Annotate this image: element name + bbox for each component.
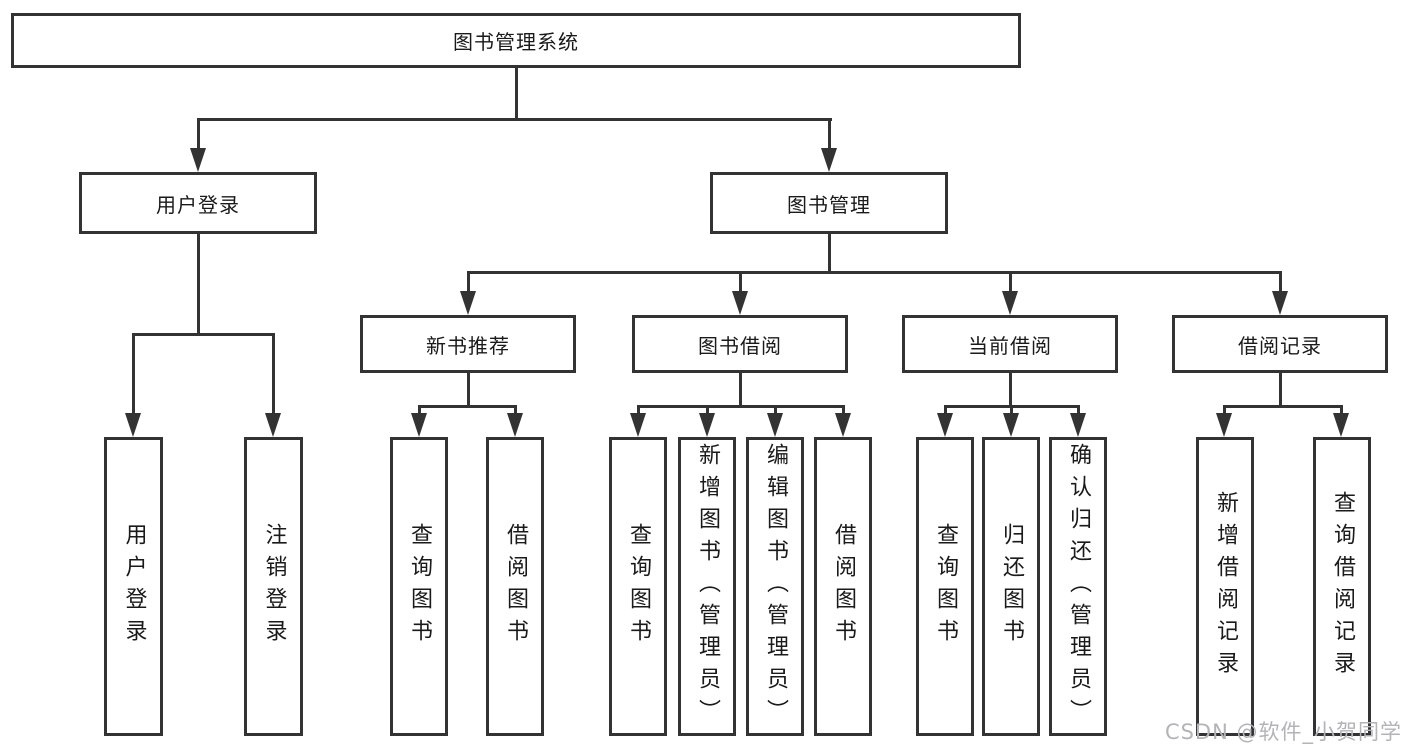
connector-line <box>828 118 831 154</box>
arrowhead-down-icon <box>937 413 953 437</box>
arrowhead-down-icon <box>699 413 715 437</box>
node-library-management-system: 图书管理系统 <box>11 13 1021 68</box>
arrowhead-down-icon <box>125 413 141 437</box>
connector-line <box>1077 405 1080 418</box>
node-user-login: 用户登录 <box>79 172 317 234</box>
connector-line <box>1009 271 1012 297</box>
node-label: 借阅图书 <box>831 522 856 651</box>
node-label: 新书推荐 <box>426 333 510 358</box>
arrowhead-down-icon <box>1002 291 1018 315</box>
node-borrowing-records: 借阅记录 <box>1172 315 1388 373</box>
node-label: 查询借阅记录 <box>1330 490 1355 683</box>
node-label: 查询图书 <box>407 522 432 651</box>
node-label: 查询图书 <box>626 522 651 651</box>
node-leaf-user-login: 用户登录 <box>104 437 163 736</box>
connector-line <box>637 405 640 418</box>
connector-line <box>1279 371 1282 408</box>
connector-line <box>842 405 845 418</box>
node-label: 图书管理系统 <box>453 30 579 54</box>
arrowhead-down-icon <box>821 148 837 172</box>
node-label: 新增图书（管理员） <box>695 442 720 731</box>
node-leaf-edit-books-admin: 编辑图书（管理员） <box>746 437 804 736</box>
node-label: 注销登录 <box>261 522 287 651</box>
arrowhead-down-icon <box>1003 413 1019 437</box>
connector-line <box>515 66 518 120</box>
connector-line <box>1009 371 1012 408</box>
node-leaf-add-books-admin: 新增图书（管理员） <box>678 437 736 736</box>
node-label: 确认归还（管理员） <box>1066 442 1091 731</box>
node-book-borrowing: 图书借阅 <box>632 315 848 373</box>
connector-line <box>1010 405 1013 418</box>
connector-line <box>467 271 470 297</box>
node-label: 用户登录 <box>156 192 240 217</box>
connector-line <box>272 333 275 417</box>
node-label: 图书借阅 <box>698 333 782 358</box>
connector-line <box>132 333 135 417</box>
connector-line <box>774 405 777 418</box>
arrowhead-down-icon <box>265 413 281 437</box>
connector-line <box>197 118 832 121</box>
arrowhead-down-icon <box>732 291 748 315</box>
arrowhead-down-icon <box>767 413 783 437</box>
arrowhead-down-icon <box>460 291 476 315</box>
node-label: 新增借阅记录 <box>1213 490 1238 683</box>
connector-line <box>739 371 742 408</box>
connector-line <box>467 271 1282 274</box>
node-label: 编辑图书（管理员） <box>763 442 788 731</box>
connector-line <box>418 405 421 418</box>
connector-line <box>944 405 947 418</box>
node-label: 当前借阅 <box>968 333 1052 358</box>
arrowhead-down-icon <box>630 413 646 437</box>
node-leaf-borrow-books-borrowing: 借阅图书 <box>814 437 872 736</box>
node-book-management: 图书管理 <box>710 172 948 234</box>
node-leaf-return-books: 归还图书 <box>982 437 1040 736</box>
node-leaf-query-books-borrowing: 查询图书 <box>609 437 667 736</box>
node-current-borrowing: 当前借阅 <box>902 315 1118 373</box>
connector-line <box>739 271 742 297</box>
connector-line <box>1279 271 1282 297</box>
node-leaf-confirm-return-admin: 确认归还（管理员） <box>1049 437 1107 736</box>
arrowhead-down-icon <box>411 413 427 437</box>
arrowhead-down-icon <box>1070 413 1086 437</box>
connector-line <box>1340 405 1343 418</box>
connector-line <box>637 405 845 408</box>
arrowhead-down-icon <box>507 413 523 437</box>
arrowhead-down-icon <box>835 413 851 437</box>
node-label: 图书管理 <box>787 192 871 217</box>
connector-line <box>514 405 517 418</box>
arrowhead-down-icon <box>190 148 206 172</box>
node-label: 查询图书 <box>933 522 958 651</box>
node-leaf-add-borrow-record: 新增借阅记录 <box>1196 437 1254 736</box>
connector-line <box>1223 405 1226 418</box>
connector-line <box>132 333 275 336</box>
node-leaf-query-books-current: 查询图书 <box>916 437 974 736</box>
node-label: 借阅图书 <box>503 522 528 651</box>
csdn-watermark: CSDN @软件_小贺同学 <box>1164 720 1402 744</box>
arrowhead-down-icon <box>1272 291 1288 315</box>
node-label: 借阅记录 <box>1238 333 1322 358</box>
connector-line <box>706 405 709 418</box>
connector-line <box>1223 405 1343 408</box>
connector-line <box>828 232 831 274</box>
node-label: 归还图书 <box>999 522 1024 651</box>
node-leaf-logout: 注销登录 <box>244 437 303 736</box>
arrowhead-down-icon <box>1216 413 1232 437</box>
connector-line <box>467 371 470 408</box>
connector-line <box>197 232 200 336</box>
node-new-book-recommend: 新书推荐 <box>360 315 576 373</box>
node-leaf-query-borrow-record: 查询借阅记录 <box>1313 437 1371 736</box>
arrowhead-down-icon <box>1333 413 1349 437</box>
node-leaf-borrow-books-recommend: 借阅图书 <box>486 437 544 736</box>
connector-line <box>197 118 200 154</box>
connector-line <box>418 405 517 408</box>
node-label: 用户登录 <box>121 522 147 651</box>
node-leaf-query-books-recommend: 查询图书 <box>390 437 448 736</box>
